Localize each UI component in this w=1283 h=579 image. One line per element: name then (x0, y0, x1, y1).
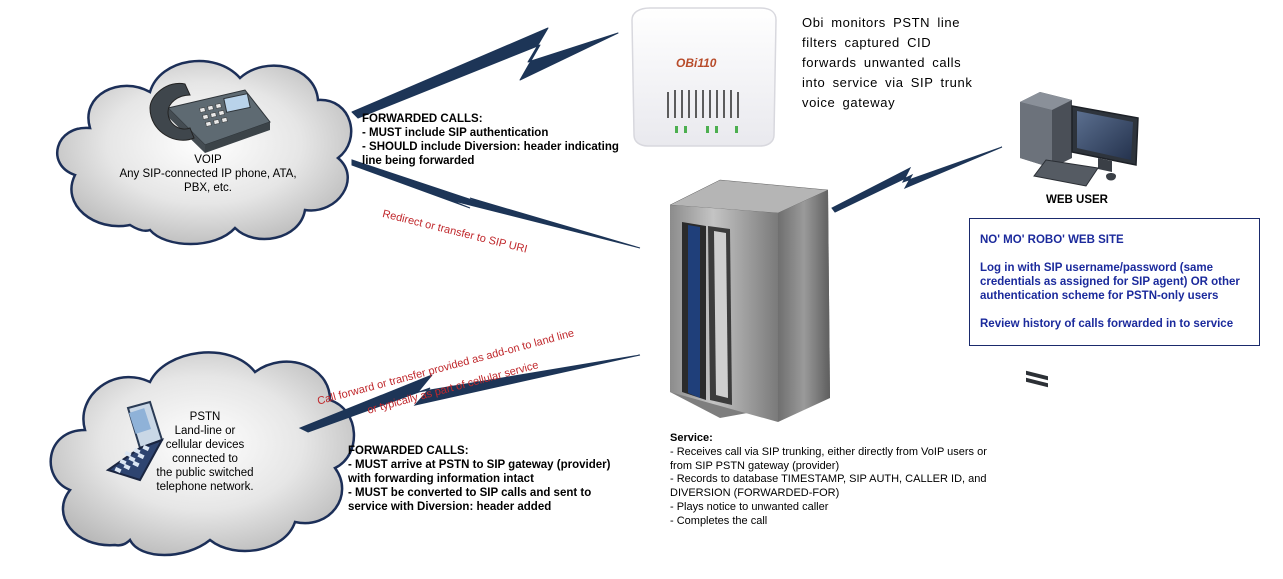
voip-cloud (56, 59, 353, 246)
forwarded-line: FORWARDED CALLS: (362, 113, 483, 125)
obi-note: Obi monitors PSTN line filters captured … (802, 13, 992, 113)
forwarded-line: FORWARDED CALLS: (348, 445, 469, 457)
web-site-login-line: Log in with SIP username/password (same (980, 262, 1214, 274)
forwarded-calls-pstn: FORWARDED CALLS: - MUST arrive at PSTN t… (348, 444, 638, 514)
service-line: DIVERSION (FORWARDED-FOR) (670, 487, 840, 500)
web-site-login-line: credentials as assigned for SIP agent) O… (980, 276, 1240, 288)
forwarded-line: - MUST include SIP authentication (362, 127, 549, 139)
web-site-title: NO' MO' ROBO' WEB SITE (980, 234, 1124, 246)
obi-note-line: Obi monitors PSTN line (802, 15, 961, 30)
link-obi-to-voip (351, 27, 619, 119)
forwarded-line: line being forwarded (362, 155, 475, 167)
obi-note-line: filters captured CID (802, 35, 932, 50)
voip-label: VOIP Any SIP-connected IP phone, ATA, PB… (108, 153, 308, 195)
pstn-line: connected to (172, 453, 238, 465)
web-user-label: WEB USER (1046, 194, 1108, 206)
web-site-login: Log in with SIP username/password (same … (980, 261, 1249, 303)
obi-note-line: forwards unwanted calls (802, 55, 962, 70)
service-line: - Plays notice to unwanted caller (670, 500, 829, 513)
forwarded-line: service with Diversion: header added (348, 501, 552, 513)
cell-phone-icon (105, 400, 165, 482)
desk-phone-icon (149, 82, 271, 153)
link-pstn-to-server (298, 354, 641, 433)
web-site-history: Review history of calls forwarded in to … (980, 318, 1234, 330)
forwarded-line: - SHOULD include Diversion: header indic… (362, 141, 619, 153)
voip-line: PBX, etc. (184, 182, 232, 194)
obi-note-line: into service via SIP trunk (802, 75, 973, 90)
server-icon (669, 179, 830, 422)
link-server-to-webuser (831, 146, 1003, 213)
link-voip-to-server (351, 159, 641, 249)
web-site-box: NO' MO' ROBO' WEB SITE Log in with SIP u… (969, 218, 1260, 346)
forwarded-line: - MUST arrive at PSTN to SIP gateway (pr… (348, 459, 611, 471)
voip-line: Any SIP-connected IP phone, ATA, (119, 168, 297, 180)
computer-icon (1020, 92, 1139, 388)
service-line: from SIP PSTN gateway (provider) (670, 459, 840, 472)
obi-brand-logo: OBi110 (676, 56, 717, 70)
pstn-cloud (49, 351, 356, 557)
forwarded-line: with forwarding information intact (348, 473, 534, 485)
pstn-label: PSTN Land-line or cellular devices conne… (130, 410, 280, 494)
obi-device (631, 7, 777, 147)
obi-note-line: voice gateway (802, 95, 896, 110)
service-description: Service: - Receives call via SIP trunkin… (670, 432, 1050, 529)
pstn-line: the public switched (156, 467, 254, 479)
pstn-line: Land-line or (174, 425, 236, 437)
service-line: - Completes the call (670, 514, 768, 527)
pstn-line: telephone network. (156, 481, 254, 493)
pstn-line: PSTN (189, 411, 221, 423)
service-line: - Receives call via SIP trunking, either… (670, 445, 987, 458)
service-title: Service: (670, 432, 713, 444)
voip-title: VOIP (194, 154, 222, 166)
service-line: - Records to database TIMESTAMP, SIP AUT… (670, 473, 987, 486)
web-site-login-line: authentication scheme for PSTN-only user… (980, 290, 1219, 302)
pstn-line: cellular devices (165, 439, 245, 451)
forwarded-line: - MUST be converted to SIP calls and sen… (348, 487, 592, 499)
forwarded-calls-voip: FORWARDED CALLS: - MUST include SIP auth… (362, 112, 642, 168)
